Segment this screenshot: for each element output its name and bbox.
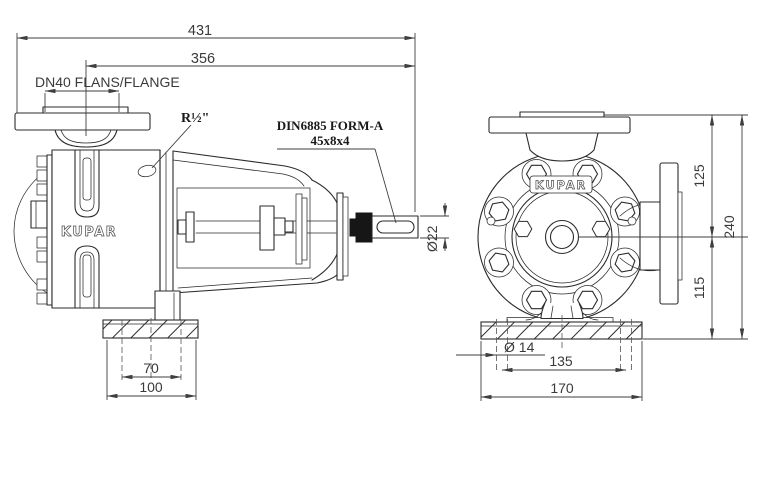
dim-text-125: 125	[691, 164, 707, 188]
side-base-plate	[102, 319, 199, 339]
front-view: KUPAR	[477, 111, 683, 372]
dim-heights: 125 115 240	[578, 114, 748, 340]
pump-shaft	[349, 212, 419, 243]
support-leg	[154, 290, 181, 321]
dim-text-170: 170	[550, 380, 574, 396]
side-view: KUPAR	[13, 106, 419, 339]
casing-cover-plate	[46, 154, 53, 306]
label-key-size: 45x8x4	[311, 133, 351, 148]
top-flange	[488, 116, 631, 134]
dim-shaft-dia: Ø22	[420, 203, 449, 252]
discharge-neck	[525, 132, 599, 162]
dim-text-o14: Ø 14	[504, 339, 535, 355]
dim-text-100: 100	[139, 379, 163, 395]
suction-neck	[54, 129, 118, 148]
casing-channel	[74, 149, 100, 309]
top-flange-face	[519, 111, 605, 118]
label-plug-size: R½"	[181, 111, 209, 126]
suction-flange-face	[42, 106, 129, 114]
front-base-plate	[480, 321, 643, 340]
label-suction-flange: DN40 FLANS/FLANGE	[35, 74, 180, 90]
dim-text-135: 135	[549, 353, 573, 369]
suction-flange	[14, 112, 151, 131]
casing-rear-arc	[13, 169, 48, 294]
dimensions: 431 356 DN40 FLANS/FLANGE R½" DIN6885 FO…	[16, 23, 748, 401]
dim-overall-length: 431	[16, 23, 416, 212]
dim-text-240: 240	[721, 215, 737, 239]
brand-logo-side: KUPAR	[61, 225, 117, 240]
dim-suction-flange: DN40 FLANS/FLANGE	[35, 74, 180, 112]
casing-cover-bolts	[30, 155, 48, 305]
label-key: DIN6885 FORM-A 45x8x4	[277, 118, 397, 224]
shaft-thread	[355, 212, 373, 243]
brand-logo-front: KUPAR	[535, 178, 587, 192]
dim-suction-to-shaft: 356	[85, 51, 416, 136]
dim-text-356: 356	[191, 51, 215, 67]
plug-hole	[137, 164, 157, 178]
label-key-standard: DIN6885 FORM-A	[277, 118, 384, 133]
dim-side-base: 70 100	[106, 318, 197, 400]
dim-text-431: 431	[188, 23, 212, 39]
dim-text-o22: Ø22	[424, 225, 440, 252]
base-bolt-holes	[496, 315, 632, 372]
dim-text-70: 70	[143, 360, 159, 376]
dim-front-base: Ø 14 135 170	[456, 339, 643, 401]
label-plug: R½"	[151, 111, 209, 169]
brand-plate	[529, 175, 593, 194]
side-flange	[619, 162, 683, 305]
dim-text-115: 115	[691, 277, 707, 300]
bearing-bracket	[172, 150, 349, 294]
